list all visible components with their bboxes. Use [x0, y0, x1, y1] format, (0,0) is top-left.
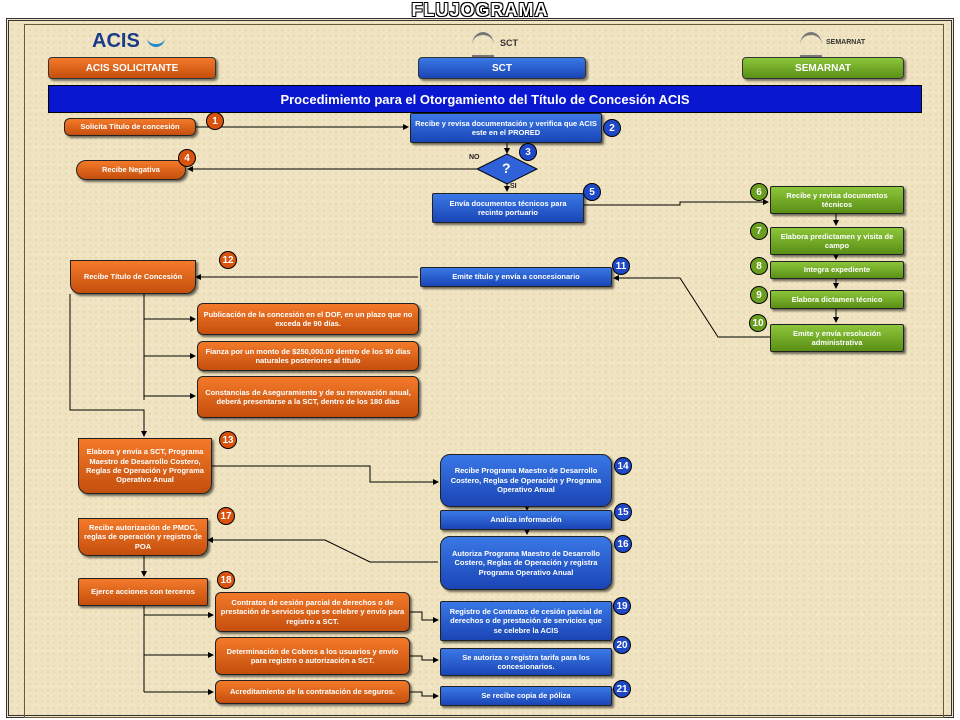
step-number-10: 10: [749, 314, 767, 332]
step-number-19: 19: [613, 597, 631, 615]
contract-determinacion-cobros: Determinación de Cobros a los usuarios y…: [215, 637, 410, 675]
decision-question-label: ?: [502, 160, 511, 176]
step-number-6: 6: [750, 183, 768, 201]
contract-acreditamiento-seguros: Acreditamiento de la contratación de seg…: [215, 680, 410, 704]
step-5-envia-documentos: Envía documentos técnicos para recinto p…: [432, 193, 584, 223]
req-fianza: Fianza por un monto de $250,000.00 dentr…: [197, 341, 419, 371]
step-number-12: 12: [219, 251, 237, 269]
procedure-title-band: Procedimiento para el Otorgamiento del T…: [48, 85, 922, 113]
step-number-2: 2: [603, 119, 621, 137]
step-13-elabora-envia-pmdc: Elabora y envía a SCT, Programa Maestro …: [78, 438, 212, 494]
step-number-16: 16: [614, 535, 632, 553]
step-number-4: 4: [178, 149, 196, 167]
header-semarnat: SEMARNAT: [742, 57, 904, 79]
step-1-solicita-titulo: Solicita Título de concesión: [64, 118, 196, 136]
step-9-elabora-dictamen: Elabora dictamen técnico: [770, 290, 904, 309]
step-number-1: 1: [206, 112, 224, 130]
step-10-emite-resolucion: Emite y envía resolución administrativa: [770, 324, 904, 352]
step-14-recibe-pmdc: Recibe Programa Maestro de Desarrollo Co…: [440, 454, 612, 507]
step-number-18: 18: [217, 571, 235, 589]
step-number-5: 5: [583, 183, 601, 201]
step-4-recibe-negativa: Recibe Negativa: [76, 160, 186, 180]
step-15-analiza-informacion: Analiza información: [440, 510, 612, 530]
step-number-11: 11: [612, 257, 630, 275]
step-number-21: 21: [613, 680, 631, 698]
step-7-elabora-predictamen: Elabora predictamen y visita de campo: [770, 227, 904, 255]
step-number-13: 13: [219, 431, 237, 449]
step-number-17: 17: [217, 507, 235, 525]
step-18-ejerce-acciones: Ejerce acciones con terceros: [78, 578, 208, 606]
step-2-recibe-revisa: Recibe y revisa documentación y verifica…: [410, 113, 602, 143]
header-acis-solicitante: ACIS SOLICITANTE: [48, 57, 216, 79]
decision-no-label: NO: [469, 154, 480, 161]
step-number-14: 14: [614, 457, 632, 475]
step-number-20: 20: [613, 636, 631, 654]
step-number-3: 3: [519, 143, 537, 161]
semarnat-logo-text: SEMARNAT: [826, 39, 866, 46]
step-20-autoriza-tarifa: Se autoriza o registra tarifa para los c…: [440, 648, 612, 676]
step-number-7: 7: [750, 222, 768, 240]
step-number-15: 15: [614, 503, 632, 521]
step-11-emite-titulo: Emite título y envía a concesionario: [420, 267, 612, 287]
page-title: FLUJOGRAMA: [411, 0, 549, 20]
acis-logo: ACIS: [92, 30, 166, 53]
step-6-recibe-revisa-tecnicos: Recibe y revisa documentos técnicos: [770, 186, 904, 214]
semarnat-logo: SEMARNAT: [800, 30, 880, 58]
step-8-integra-expediente: Integra expediente: [770, 261, 904, 279]
contract-cesion-parcial: Contratos de cesión parcial de derechos …: [215, 592, 410, 632]
step-number-9: 9: [750, 286, 768, 304]
step-number-8: 8: [750, 257, 768, 275]
semarnat-emblem-icon: [800, 32, 822, 58]
step-21-recibe-poliza: Se recibe copia de póliza: [440, 686, 612, 706]
req-constancias-aseguramiento: Constancias de Aseguramiento y de su ren…: [197, 376, 419, 418]
step-19-registro-contratos: Registro de Contratos de cesión parcial …: [440, 601, 612, 641]
acis-logo-text: ACIS: [92, 30, 140, 52]
step-12-recibe-titulo: Recibe Título de Concesión: [70, 260, 196, 294]
sct-logo: SCT: [472, 30, 542, 58]
decision-si-label: SI: [510, 183, 517, 190]
header-sct: SCT: [418, 57, 586, 79]
step-17-recibe-autorizacion: Recibe autorización de PMDC, reglas de o…: [78, 518, 208, 556]
sct-emblem-icon: [472, 32, 494, 58]
diagram-inner-border: [24, 24, 944, 718]
acis-logo-wave-icon: [147, 34, 166, 47]
req-publicacion-dof: Publicación de la concesión en el DOF, e…: [197, 303, 419, 335]
step-16-autoriza-pmdc: Autoriza Programa Maestro de Desarrollo …: [440, 536, 612, 590]
sct-logo-text: SCT: [500, 38, 518, 48]
